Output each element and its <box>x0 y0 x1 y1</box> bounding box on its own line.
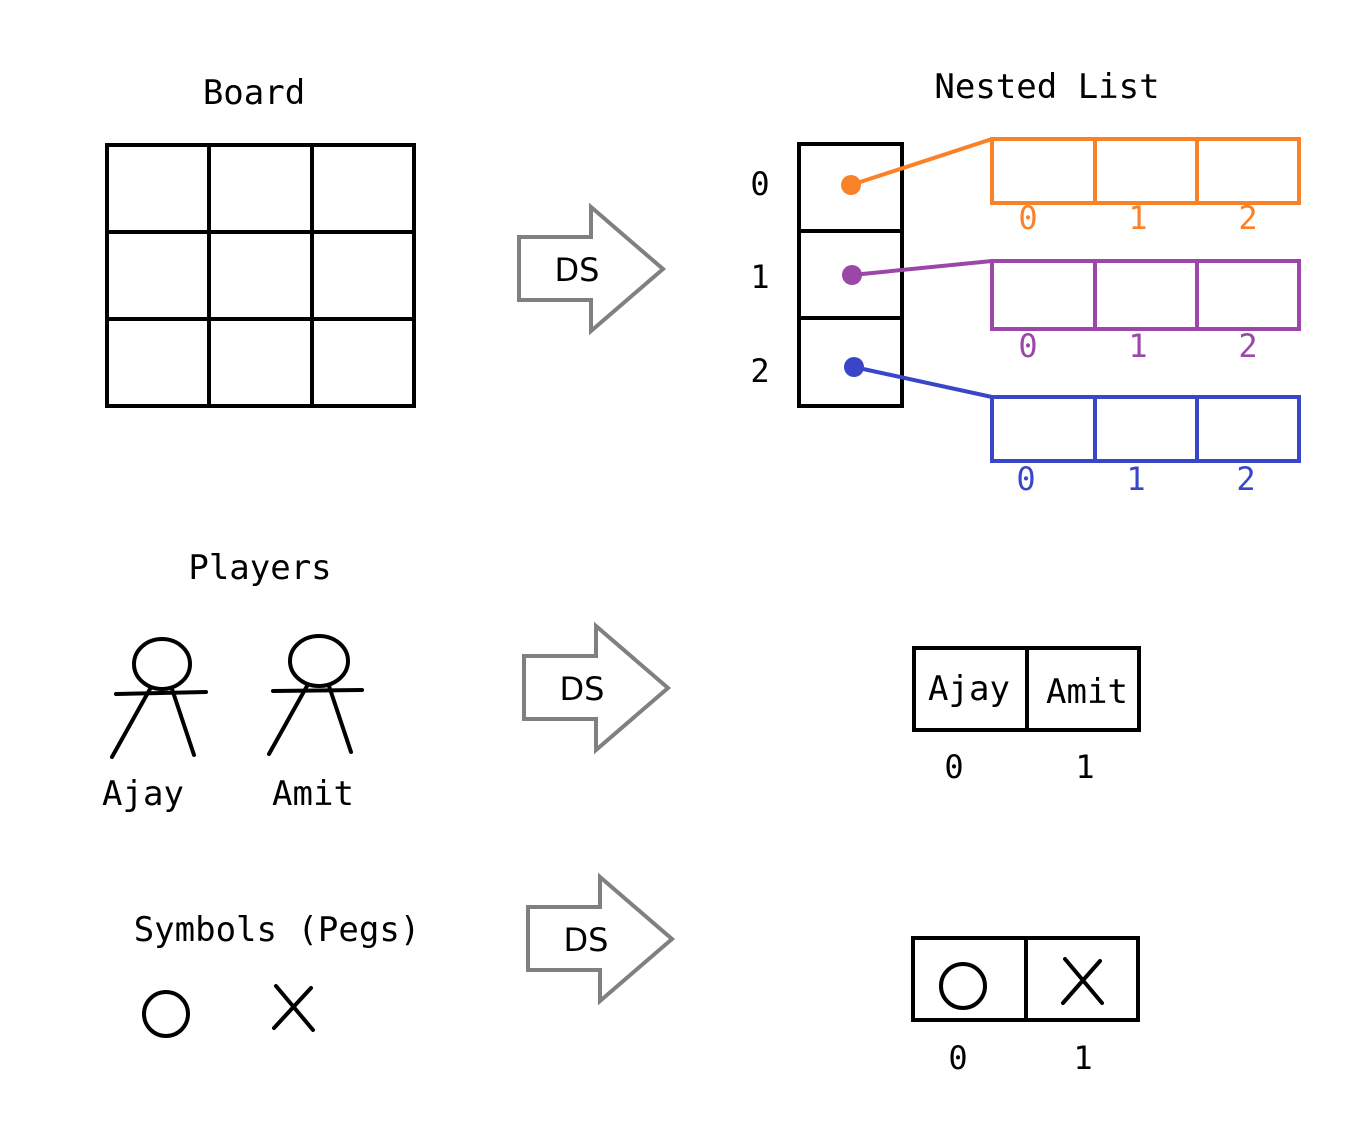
list-cell-value: Amit <box>1046 672 1128 712</box>
symbols-list <box>911 936 1140 1022</box>
outer-index: 1 <box>750 258 769 296</box>
cross-icon <box>1061 957 1104 1005</box>
cross-icon <box>272 984 315 1032</box>
pointer-dot <box>841 175 861 195</box>
symbols-title: Symbols (Pegs) <box>134 910 421 950</box>
ds-arrow-players: DS <box>522 621 672 755</box>
stick-figure-icon <box>267 634 364 756</box>
ds-arrow-board: DS <box>517 202 667 336</box>
list-index: 0 <box>948 1039 967 1077</box>
outer-index: 2 <box>750 352 769 390</box>
inner-list-1: 0 1 2 <box>842 259 1301 365</box>
board-grid <box>105 143 416 408</box>
board-title: Board <box>203 73 305 113</box>
inner-index: 2 <box>1238 199 1257 237</box>
list-index: 1 <box>1073 1039 1092 1077</box>
inner-list-0: 0 1 2 <box>841 137 1301 237</box>
ds-label: DS <box>555 251 600 289</box>
pointer-dot <box>844 357 864 377</box>
list-index: 0 <box>944 748 963 786</box>
stick-figure-icon <box>110 637 208 759</box>
player-name: Ajay <box>102 774 184 814</box>
inner-index: 1 <box>1128 327 1147 365</box>
nested-list-title: Nested List <box>934 67 1159 107</box>
circle-icon <box>939 962 987 1010</box>
inner-index: 1 <box>1126 460 1145 498</box>
inner-index: 0 <box>1016 460 1035 498</box>
circle-icon <box>142 990 190 1038</box>
outer-index: 0 <box>750 165 769 203</box>
list-index: 1 <box>1075 748 1094 786</box>
players-title: Players <box>188 548 331 588</box>
pointer-dot <box>842 265 862 285</box>
list-cell-value: Ajay <box>928 669 1010 709</box>
ds-label: DS <box>560 670 605 708</box>
inner-index: 2 <box>1236 460 1255 498</box>
ds-arrow-symbols: DS <box>526 872 676 1006</box>
outer-list <box>797 142 904 408</box>
players-list <box>912 646 1141 732</box>
inner-index: 2 <box>1238 327 1257 365</box>
inner-index: 0 <box>1018 199 1037 237</box>
inner-index: 1 <box>1128 199 1147 237</box>
ds-label: DS <box>564 921 609 959</box>
inner-list-2: 0 1 2 <box>844 357 1301 498</box>
player-name: Amit <box>272 774 354 814</box>
inner-index: 0 <box>1018 327 1037 365</box>
